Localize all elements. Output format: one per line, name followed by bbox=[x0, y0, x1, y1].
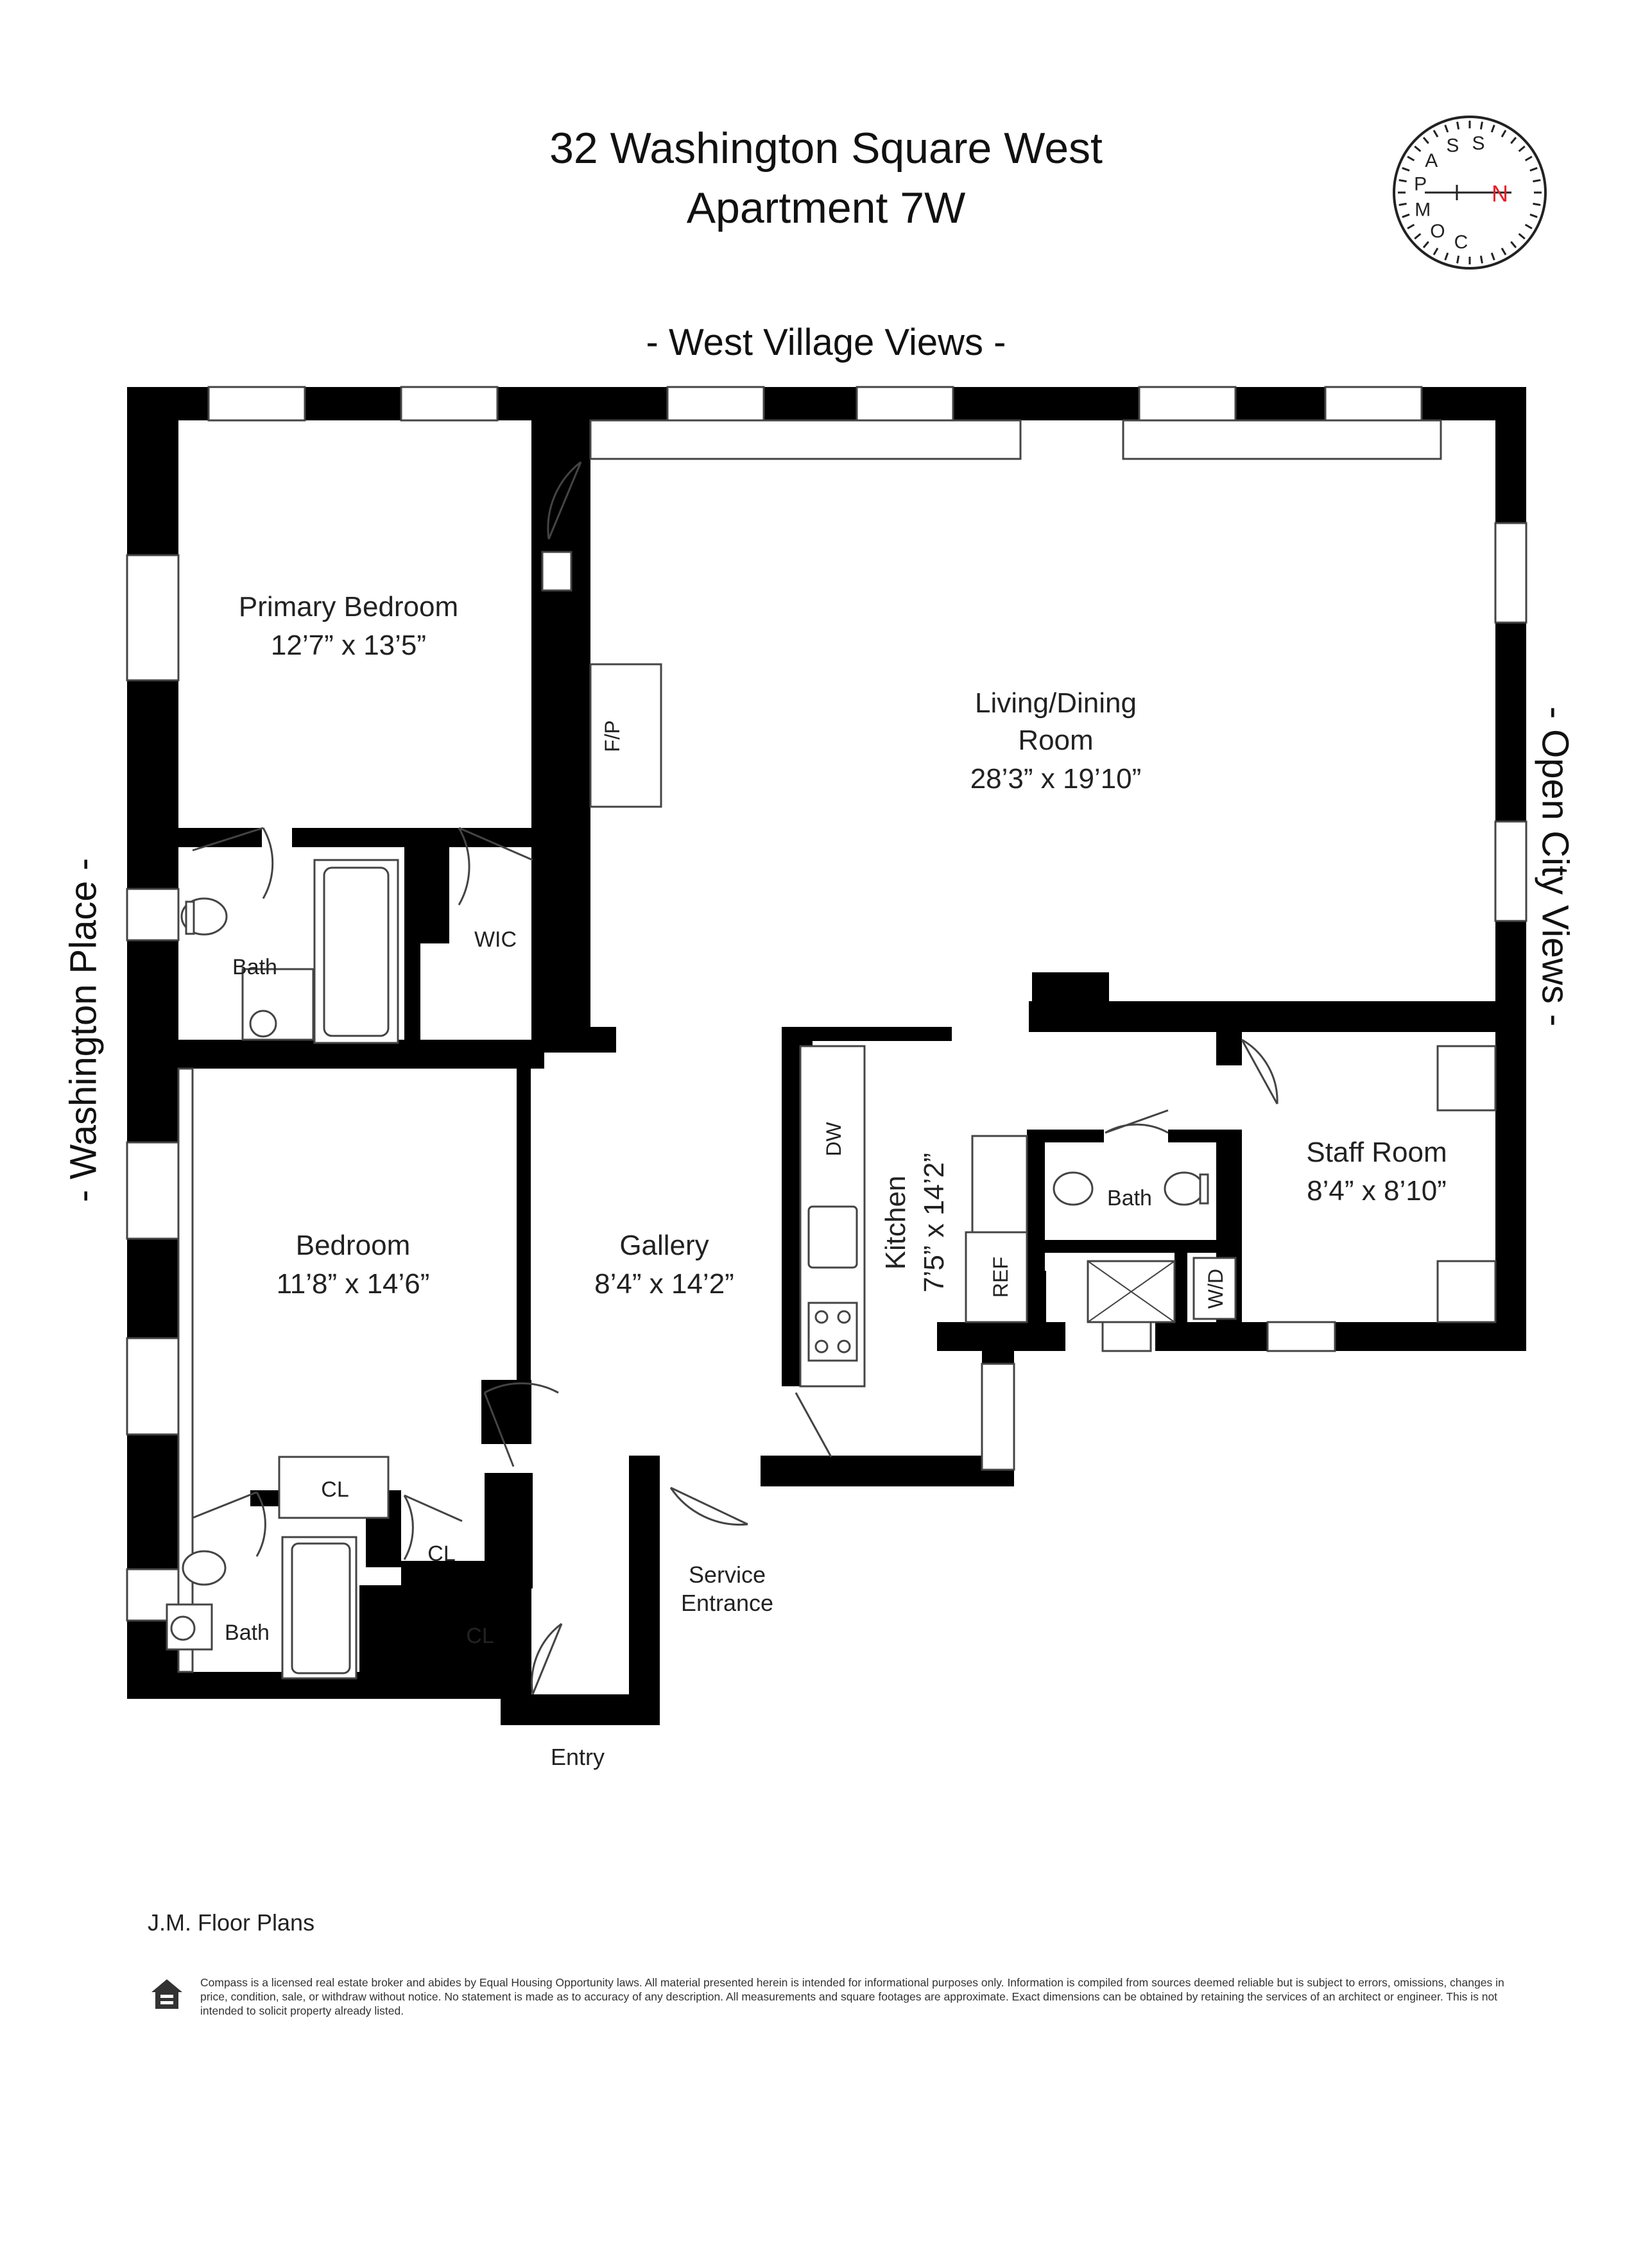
living-size: 28’3” x 19’10” bbox=[970, 763, 1142, 795]
compass-tick bbox=[1422, 241, 1429, 248]
living-name-1: Living/Dining bbox=[975, 687, 1137, 719]
service-entrance-line1: Service bbox=[689, 1561, 766, 1588]
compass-tick bbox=[1501, 130, 1507, 138]
bedroom-size: 11’8” x 14’6” bbox=[277, 1268, 430, 1300]
compass-tick bbox=[1533, 202, 1541, 206]
compass-north: N bbox=[1492, 180, 1508, 207]
service-entrance-line2: Entrance bbox=[681, 1590, 773, 1616]
disclaimer-text: Compass is a licensed real estate broker… bbox=[200, 1976, 1504, 2017]
entry-label: Entry bbox=[551, 1744, 605, 1770]
view-label-top: - West Village Views - bbox=[646, 322, 1006, 363]
staff-room-name: Staff Room bbox=[1306, 1137, 1447, 1168]
kitchen-size: 7’5” x 14’2” bbox=[918, 1153, 950, 1293]
compass-tick bbox=[1407, 223, 1415, 230]
compass-tick bbox=[1444, 252, 1449, 261]
compass-tick bbox=[1407, 155, 1415, 162]
compass-tick bbox=[1398, 179, 1407, 183]
compass-tick bbox=[1524, 223, 1533, 230]
compass-tick bbox=[1529, 213, 1538, 218]
compass-tick bbox=[1414, 145, 1422, 152]
primary-bedroom-size: 12’7” x 13’5” bbox=[271, 630, 426, 661]
windows bbox=[126, 386, 1527, 1673]
fixtures bbox=[166, 551, 1497, 1680]
compass-tick bbox=[1402, 213, 1410, 218]
compass-tick bbox=[1414, 233, 1422, 240]
compass-letter: S bbox=[1446, 135, 1459, 157]
gallery-size: 8’4” x 14’2” bbox=[594, 1268, 734, 1300]
staff-room-size: 8’4” x 8’10” bbox=[1307, 1175, 1447, 1207]
gallery-name: Gallery bbox=[619, 1230, 709, 1261]
unit-title: Apartment 7W bbox=[686, 184, 966, 232]
compass-letter: M bbox=[1415, 200, 1431, 221]
compass-letter: P bbox=[1414, 173, 1427, 194]
compass-tick bbox=[1490, 252, 1495, 261]
compass-tick bbox=[1444, 125, 1449, 133]
address-title: 32 Washington Square West bbox=[549, 124, 1103, 173]
compass-tick bbox=[1402, 167, 1410, 172]
closet-label-3: CL bbox=[466, 1624, 494, 1648]
bath-label-primary: Bath bbox=[232, 955, 277, 979]
compass-tick bbox=[1433, 247, 1439, 255]
compass-tick bbox=[1518, 233, 1526, 240]
compass-tick bbox=[1524, 155, 1533, 162]
compass-tick bbox=[1433, 130, 1439, 138]
washer-dryer-label: W/D bbox=[1204, 1269, 1227, 1309]
interior-walls bbox=[127, 398, 1242, 1588]
compass-tick bbox=[1398, 202, 1407, 206]
doors bbox=[192, 461, 1278, 1695]
compass-tick bbox=[1529, 167, 1538, 172]
refrigerator-label: REF bbox=[989, 1257, 1012, 1298]
compass-tick bbox=[1518, 145, 1526, 152]
compass-tick bbox=[1479, 255, 1483, 264]
bedroom-name: Bedroom bbox=[296, 1230, 411, 1261]
compass-letter: S bbox=[1472, 133, 1485, 154]
compass-tick bbox=[1479, 121, 1483, 130]
brand-label: J.M. Floor Plans bbox=[148, 1909, 315, 1936]
compass-tick bbox=[1501, 247, 1507, 255]
compass-letter: O bbox=[1430, 221, 1445, 242]
compass-tick bbox=[1510, 241, 1517, 248]
compass-tick bbox=[1510, 137, 1517, 144]
fireplace-label: F/P bbox=[601, 720, 624, 752]
compass-tick bbox=[1456, 255, 1460, 264]
compass-tick bbox=[1456, 121, 1460, 130]
wic-label: WIC bbox=[474, 927, 517, 952]
compass-letter: A bbox=[1425, 150, 1438, 171]
compass-tick bbox=[1422, 137, 1429, 144]
kitchen-name: Kitchen bbox=[880, 1176, 911, 1270]
compass-tick bbox=[1490, 125, 1495, 133]
compass-tick bbox=[1533, 179, 1541, 183]
equal-housing-icon bbox=[151, 1979, 182, 2009]
primary-bedroom-name: Primary Bedroom bbox=[239, 591, 458, 623]
compass-letter: C bbox=[1454, 232, 1468, 253]
dishwasher-label: DW bbox=[822, 1122, 845, 1157]
bath-label-secondary: Bath bbox=[225, 1621, 270, 1645]
closet-label-2: CL bbox=[427, 1542, 455, 1566]
closet-label-1: CL bbox=[321, 1477, 348, 1502]
bath-label-staff: Bath bbox=[1107, 1186, 1152, 1210]
living-name-2: Room bbox=[1018, 725, 1093, 756]
